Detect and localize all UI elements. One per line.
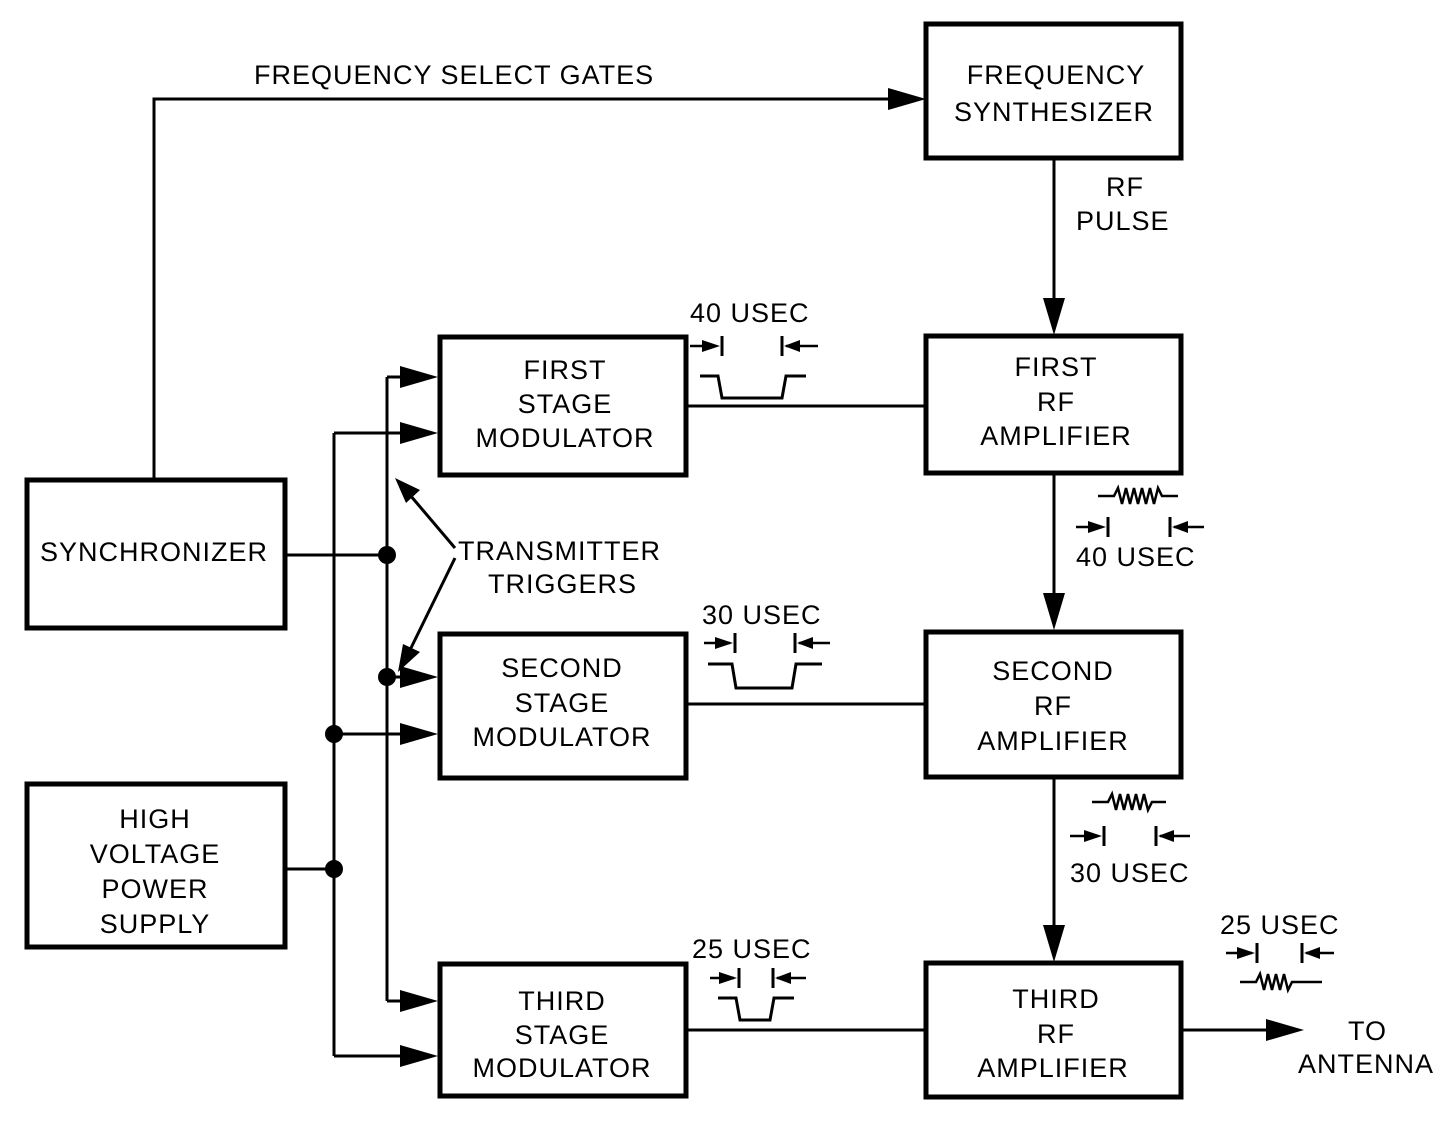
first-rf-output-label: 40 USEC (1076, 542, 1196, 572)
third-stage-modulator-line-2: STAGE (515, 1020, 610, 1050)
hv-supply-line-1: HIGH (119, 804, 191, 834)
to-antenna-arrowhead (1266, 1019, 1304, 1041)
first-stage-modulator-line-1: FIRST (524, 355, 607, 385)
third-rf-amplifier-line-3: AMPLIFIER (977, 1053, 1129, 1083)
first-rf-amplifier-block: FIRST RF AMPLIFIER (923, 333, 1184, 476)
synchronizer-block: SYNCHRONIZER (24, 477, 288, 631)
first-modulator-pulse-shape (700, 374, 806, 400)
rf-pulse-arrowhead (1043, 298, 1065, 335)
first-to-second-rf-arrowhead (1043, 593, 1065, 630)
hv-supply-line-3: POWER (101, 874, 208, 904)
first-modulator-pulse-annotation: 40 USEC (690, 298, 818, 400)
third-stage-modulator-line-1: THIRD (518, 986, 606, 1016)
transmitter-triggers-pointer-up-head (395, 478, 420, 503)
second-rf-output-annotation: 30 USEC (1070, 790, 1190, 888)
transmitter-triggers-pointer-down (408, 557, 457, 651)
first-rf-amplifier-line-1: FIRST (1015, 352, 1098, 382)
trigger-junction-dot-2 (378, 668, 396, 686)
second-rf-output-label: 30 USEC (1070, 858, 1190, 888)
third-rf-rf-burst (1240, 970, 1322, 994)
third-stage-modulator-line-3: MODULATOR (472, 1053, 651, 1083)
third-stage-modulator-block: THIRD STAGE MODULATOR (437, 961, 689, 1099)
third-rf-amplifier-block: THIRD RF AMPLIFIER (923, 960, 1184, 1100)
third-rf-amplifier-line-1: THIRD (1012, 984, 1100, 1014)
second-rf-amplifier-line-3: AMPLIFIER (977, 726, 1129, 756)
trigger-to-second-arrowhead (400, 666, 438, 688)
frequency-synthesizer-line-1: FREQUENCY (967, 60, 1146, 90)
transmitter-triggers-label-1: TRANSMITTER (458, 536, 661, 566)
hv-to-first-arrowhead (400, 422, 438, 444)
second-rf-amplifier-line-1: SECOND (992, 656, 1114, 686)
third-modulator-pulse-shape (718, 996, 794, 1022)
transmitter-triggers-pointer-down-head (398, 644, 420, 672)
hv-junction-dot-2 (325, 860, 343, 878)
transmitter-triggers-pointer-up (408, 494, 457, 549)
frequency-synthesizer-line-2: SYNTHESIZER (954, 97, 1154, 127)
second-modulator-pulse-label: 30 USEC (702, 600, 822, 630)
rf-pulse-label-2: PULSE (1076, 206, 1170, 236)
hv-junction-dot-1 (325, 725, 343, 743)
first-rf-rf-burst (1098, 484, 1178, 505)
second-modulator-pulse-shape (708, 662, 822, 690)
to-antenna-label-1: TO (1348, 1016, 1387, 1046)
trigger-junction-dot-1 (378, 546, 396, 564)
hv-to-third-arrowhead (400, 1045, 438, 1067)
rf-pulse-label-1: RF (1106, 172, 1144, 202)
third-modulator-pulse-label: 25 USEC (692, 934, 812, 964)
second-stage-modulator-line-1: SECOND (501, 653, 623, 683)
second-rf-amplifier-line-2: RF (1034, 691, 1072, 721)
synchronizer-label: SYNCHRONIZER (40, 537, 268, 567)
first-stage-modulator-line-2: STAGE (518, 389, 613, 419)
hv-supply-line-2: VOLTAGE (90, 839, 221, 869)
to-antenna-label-2: ANTENNA (1298, 1049, 1434, 1079)
second-stage-modulator-line-2: STAGE (515, 688, 610, 718)
third-rf-output-label: 25 USEC (1220, 910, 1340, 940)
frequency-synthesizer-block: FREQUENCY SYNTHESIZER (923, 21, 1184, 161)
frequency-select-gates-label: FREQUENCY SELECT GATES (254, 60, 654, 90)
third-rf-amplifier-line-2: RF (1037, 1019, 1075, 1049)
second-stage-modulator-block: SECOND STAGE MODULATOR (437, 631, 689, 781)
high-voltage-power-supply-block: HIGH VOLTAGE POWER SUPPLY (24, 781, 288, 950)
second-stage-modulator-line-3: MODULATOR (472, 722, 651, 752)
frequency-select-gates-line (152, 97, 888, 478)
third-modulator-pulse-annotation: 25 USEC (692, 934, 812, 1022)
third-rf-output-annotation: 25 USEC (1220, 910, 1340, 994)
first-rf-output-annotation: 40 USEC (1076, 484, 1204, 572)
first-stage-modulator-line-3: MODULATOR (475, 423, 654, 453)
trigger-to-third-arrowhead (400, 990, 438, 1012)
first-stage-modulator-block: FIRST STAGE MODULATOR (437, 334, 689, 478)
first-modulator-pulse-label: 40 USEC (690, 298, 810, 328)
second-modulator-pulse-annotation: 30 USEC (702, 600, 830, 690)
frequency-select-gates-arrowhead (888, 88, 926, 110)
second-rf-rf-burst (1092, 790, 1166, 814)
second-rf-amplifier-block: SECOND RF AMPLIFIER (923, 629, 1184, 780)
hv-to-second-arrowhead (400, 723, 438, 745)
trigger-to-first-arrowhead (400, 366, 438, 388)
hv-supply-line-4: SUPPLY (100, 909, 211, 939)
first-rf-amplifier-line-3: AMPLIFIER (980, 421, 1132, 451)
transmitter-triggers-label-2: TRIGGERS (488, 569, 637, 599)
first-rf-amplifier-line-2: RF (1037, 387, 1075, 417)
second-to-third-rf-arrowhead (1043, 925, 1065, 962)
